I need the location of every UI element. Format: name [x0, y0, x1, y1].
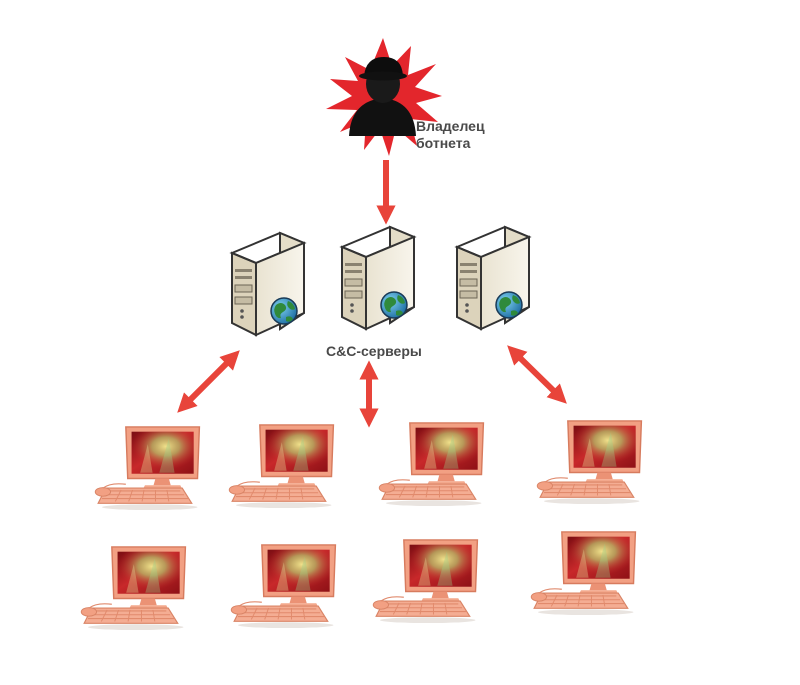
bot-computers	[80, 420, 643, 631]
bot-computer	[536, 420, 643, 505]
arrow-server-bots-left	[177, 350, 240, 413]
arrow-server-bots-right	[507, 345, 567, 404]
hacker-icon	[349, 57, 416, 136]
bot-computer	[530, 531, 637, 616]
server-1	[231, 232, 305, 336]
cc-servers-label: C&C-серверы	[326, 343, 422, 359]
bot-computer	[378, 422, 485, 507]
botnet-owner	[326, 38, 442, 156]
cc-servers	[231, 226, 530, 336]
bot-computer	[372, 539, 479, 624]
bot-computer	[80, 546, 187, 631]
server-3	[456, 226, 530, 330]
bot-computer	[228, 424, 335, 509]
owner-label: Владелец ботнета	[416, 118, 485, 151]
bot-computer	[94, 426, 201, 511]
server-2	[341, 226, 415, 330]
bot-computer	[230, 544, 337, 629]
